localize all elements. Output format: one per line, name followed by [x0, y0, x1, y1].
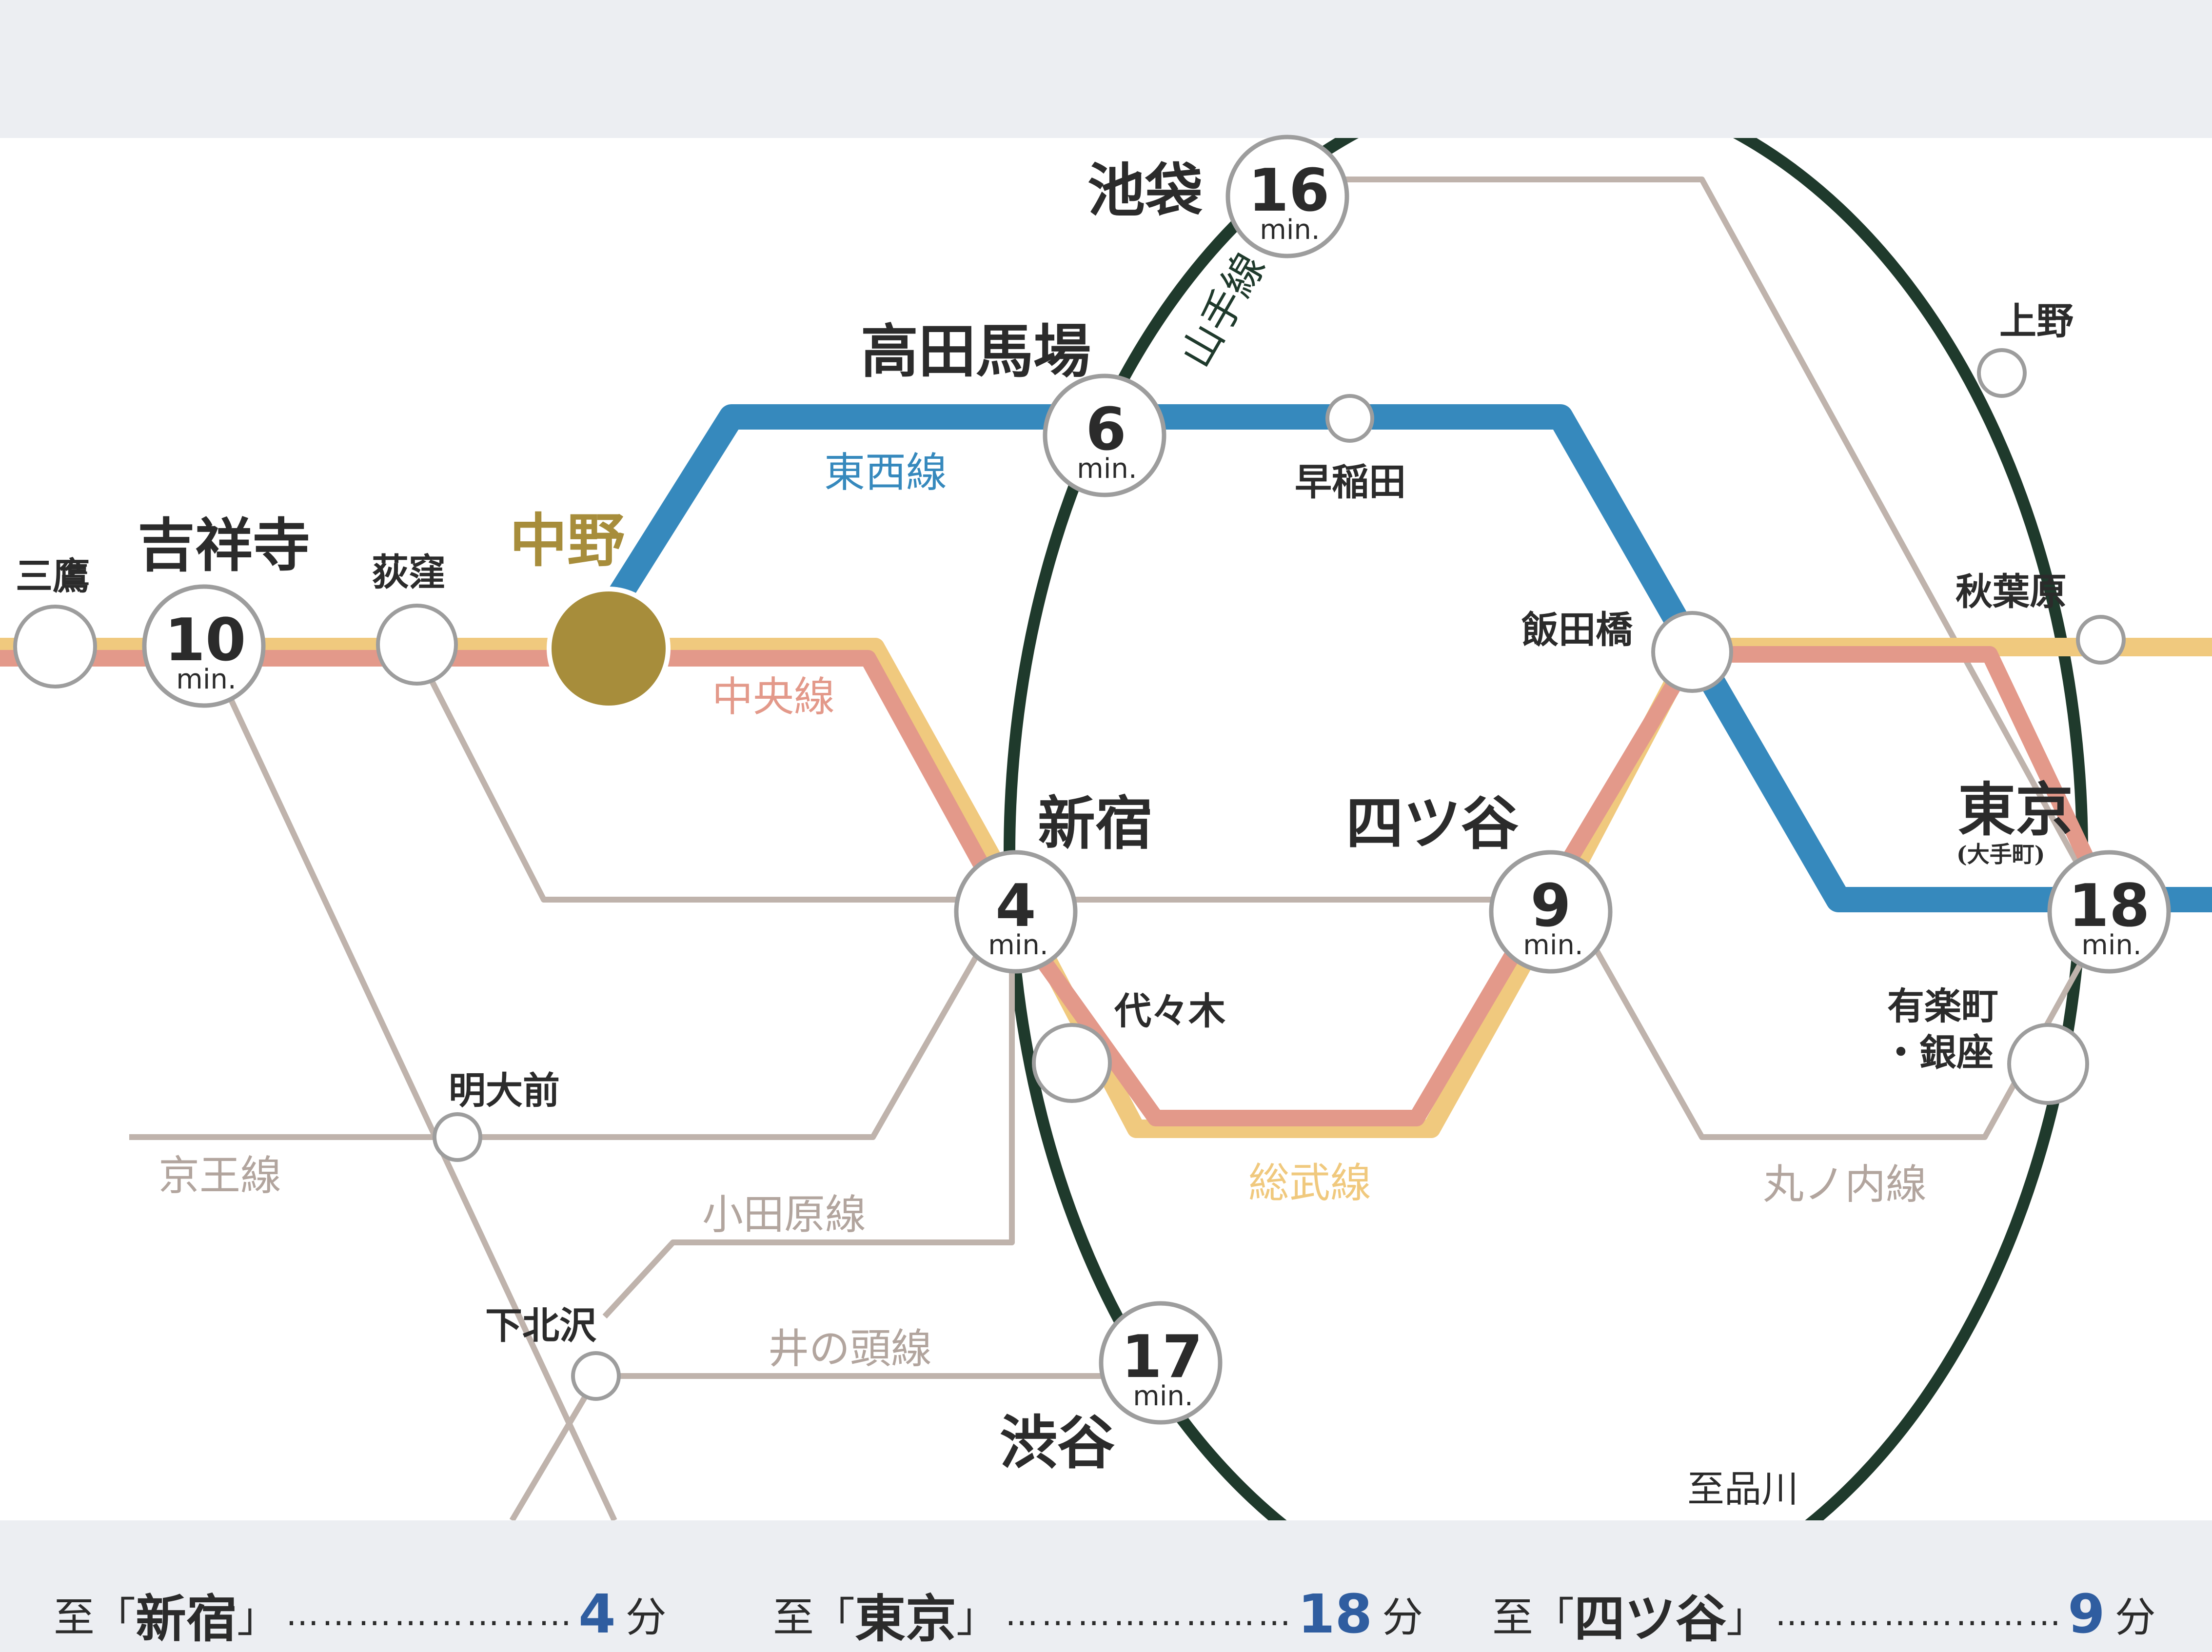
station-nakano-name: 中野 — [510, 507, 625, 574]
ikebukuro-minutes: 16 — [1248, 157, 1330, 225]
shinjuku-minutes: 4 — [995, 872, 1036, 940]
footer-close-bracket: 」 — [956, 1593, 998, 1641]
station-shimokitazawa-marker — [571, 1351, 621, 1401]
chuo-line-label: 中央線 — [712, 673, 835, 721]
station-waseda-name: 早稲田 — [1295, 460, 1406, 504]
station-ikebukuro-marker — [1225, 135, 1349, 258]
footer-unit: 分 — [2114, 1593, 2156, 1641]
footer-leader-dots: …………………… — [286, 1594, 575, 1633]
station-mitaka-name: 三鷹 — [16, 554, 90, 598]
station-ogikubo-marker — [376, 604, 458, 686]
footer-unit: 分 — [1382, 1593, 1423, 1641]
footer-minutes: 9 — [2068, 1583, 2105, 1645]
footer-close-bracket: 」 — [237, 1593, 278, 1641]
station-waseda-marker — [1325, 394, 1374, 443]
footer-open-bracket: 「 — [95, 1593, 136, 1641]
station-shinjuku-marker — [954, 850, 1078, 974]
station-akihabara-marker — [2076, 615, 2126, 665]
footer-yotsuya: 至 「 四ツ谷 」 …………………… 9 分 — [1492, 1580, 2156, 1649]
small-stations — [13, 348, 2126, 1401]
shibuya-minutes: 17 — [1122, 1323, 1203, 1391]
footer-minutes: 18 — [1298, 1583, 1373, 1645]
footer-shinjuku: 至 「 新宿 」 …………………… 4 分 — [54, 1580, 667, 1649]
station-yoyogi-name: 代々木 — [1114, 989, 1225, 1033]
yotsuya-min-unit: min. — [1523, 929, 1583, 961]
footer-open-bracket: 「 — [814, 1593, 855, 1641]
footer-unit: 分 — [625, 1593, 667, 1641]
station-kichijoji-name: 吉祥寺 — [138, 511, 310, 579]
station-yurakucho-marker — [2007, 1023, 2089, 1105]
footer-leader-dots: …………………… — [1005, 1594, 1294, 1633]
shinjuku-min-unit: min. — [988, 929, 1048, 961]
station-ueno-marker — [1977, 348, 2027, 398]
station-tokyo-sub: (大手町) — [1956, 841, 2045, 867]
station-iidabashi-name: 飯田橋 — [1521, 608, 1633, 651]
footer-prefix: 至 — [54, 1593, 95, 1641]
station-shibuya-name: 渋谷 — [1000, 1409, 1115, 1476]
station-nakano-marker — [547, 587, 671, 710]
station-kichijoji-marker — [142, 584, 266, 708]
station-yurakucho-name-1: 有楽町 — [1887, 984, 1998, 1028]
tokyo-min-unit: min. — [2081, 929, 2141, 961]
footer-leader-dots: …………………… — [1775, 1594, 2064, 1633]
station-shinjuku-name: 新宿 — [1038, 789, 1153, 857]
inokashira-line-label: 井の頭線 — [768, 1325, 932, 1373]
footer-open-bracket: 「 — [1533, 1593, 1575, 1641]
takadanobaba-minutes: 6 — [1086, 396, 1126, 464]
station-takadanobaba-name: 高田馬場 — [861, 317, 1091, 385]
station-tokyo-marker — [2047, 850, 2171, 974]
odakyu-line-label: 小田原線 — [702, 1191, 866, 1239]
footer-minutes: 4 — [578, 1583, 616, 1645]
footer-prefix: 至 — [773, 1593, 814, 1641]
station-yoyogi-marker — [1032, 1023, 1112, 1103]
shimokitazawa-south — [509, 1374, 600, 1520]
footer-tokyo: 至 「 東京 」 …………………… 18 分 — [773, 1580, 1423, 1649]
station-yotsuya-name: 四ツ谷 — [1346, 789, 1519, 857]
station-mitaka-marker — [13, 605, 97, 688]
tozai-line-label: 東西線 — [824, 449, 947, 496]
station-tokyo-name: 東京 — [1958, 776, 2073, 844]
station-iidabashi-marker — [1651, 611, 1733, 693]
footer-prefix: 至 — [1492, 1593, 1534, 1641]
footer-band — [0, 1520, 2212, 1652]
footer-destination: 東京 — [855, 1588, 957, 1649]
tokyo-minutes: 18 — [2069, 872, 2150, 940]
station-meidaimae-name: 明大前 — [449, 1069, 560, 1112]
kichijoji-min-unit: min. — [176, 664, 236, 695]
ikebukuro-min-unit: min. — [1260, 214, 1320, 246]
station-akihabara-name: 秋葉原 — [1955, 570, 2067, 613]
footer-destination: 新宿 — [136, 1588, 237, 1649]
marunouchi-line-label: 丸ノ内線 — [1763, 1160, 1927, 1208]
station-meidaimae-marker — [433, 1112, 482, 1162]
keio-line — [206, 650, 617, 1520]
tozai-line — [597, 404, 2212, 912]
keio-line-label: 京王線 — [158, 1152, 281, 1200]
station-shinagawa-name: 至品川 — [1687, 1467, 1798, 1511]
takadanobaba-min-unit: min. — [1077, 453, 1137, 485]
major-stations — [142, 135, 2171, 1425]
keio-line-branch — [129, 905, 1007, 1140]
odakyu-line — [602, 907, 1015, 1319]
yotsuya-minutes: 9 — [1530, 872, 1571, 940]
marunouchi-line — [1575, 915, 2110, 1140]
station-ueno-name: 上野 — [1999, 299, 2074, 343]
kichijoji-minutes: 10 — [165, 607, 246, 674]
ueno-line — [1336, 177, 2110, 918]
header-band — [0, 0, 2212, 138]
sobu-line-label: 総武線 — [1248, 1159, 1371, 1207]
station-yotsuya-marker — [1489, 850, 1613, 974]
station-ogikubo-name: 荻窪 — [372, 551, 446, 594]
footer-destination: 四ツ谷 — [1574, 1588, 1727, 1649]
ogikubo-shinjuku-line — [414, 650, 1548, 903]
yamanote-line-label: 山手線 — [1171, 245, 1274, 375]
station-ikebukuro-name: 池袋 — [1087, 157, 1203, 224]
chuo-line — [0, 646, 2122, 1126]
footer-close-bracket: 」 — [1726, 1593, 1768, 1641]
station-takadanobaba-marker — [1043, 374, 1166, 497]
station-shimokitazawa-name: 下北沢 — [485, 1304, 597, 1347]
station-yurakucho-name-2: ・銀座 — [1882, 1031, 1994, 1074]
shibuya-min-unit: min. — [1133, 1380, 1193, 1412]
station-shibuya-marker — [1099, 1301, 1223, 1425]
